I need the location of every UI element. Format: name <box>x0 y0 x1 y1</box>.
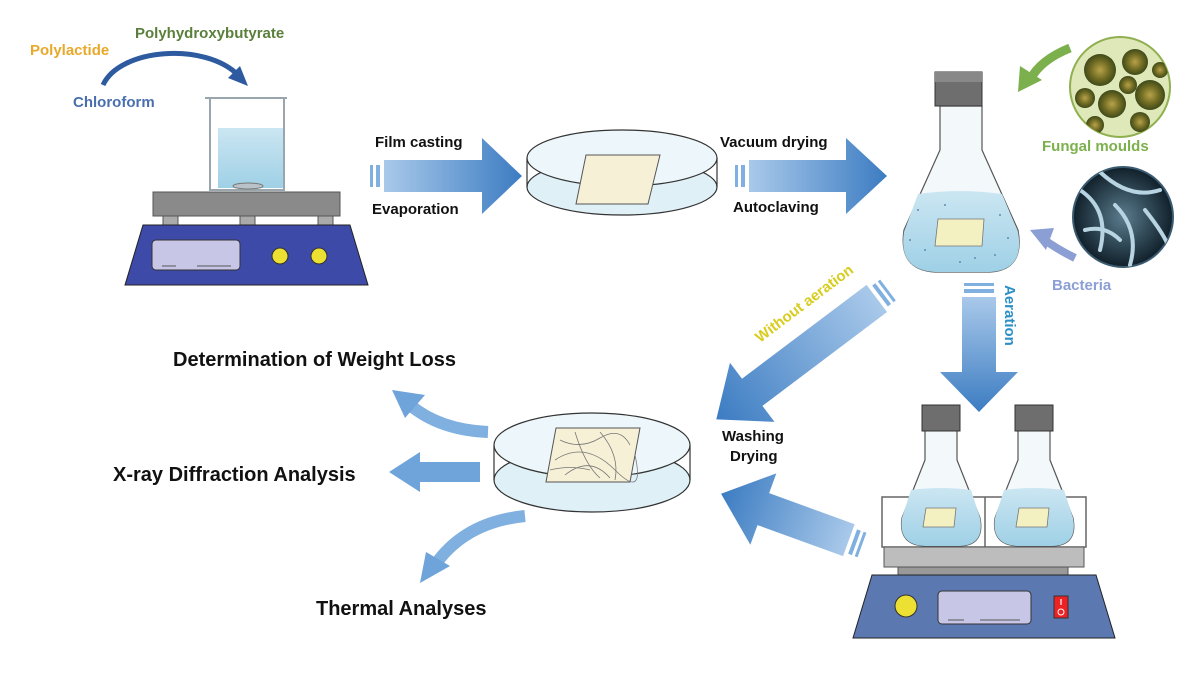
beaker-on-stirrer <box>124 97 369 286</box>
erlenmeyer-flask-inoculated <box>902 71 1020 273</box>
stirrer-knob-icon <box>894 594 918 618</box>
washing-label: Washing <box>722 428 784 445</box>
evaporation-label: Evaporation <box>372 201 459 218</box>
arrow-film-casting <box>370 138 522 214</box>
polyhydroxybutyrate-label: Polyhydroxybutyrate <box>135 25 284 42</box>
arrow-to-xray <box>389 452 480 492</box>
flasks-on-stirrer <box>852 404 1116 639</box>
curved-mix-arrowhead <box>228 66 248 86</box>
fungi-arrowhead <box>1018 66 1042 92</box>
curved-mix-arrow <box>100 50 240 87</box>
arrow-to-thermal-head <box>420 552 450 583</box>
arrow-vacuum-drying <box>735 138 887 214</box>
polylactide-label: Polylactide <box>30 42 109 59</box>
bacteria-image <box>1072 166 1174 268</box>
vacuum-drying-label: Vacuum drying <box>720 134 828 151</box>
petri-dish-degraded-film <box>493 412 691 513</box>
arrow-without-aeration <box>716 279 896 422</box>
petri-dish-film <box>526 129 718 216</box>
weight-loss-label: Determination of Weight Loss <box>173 349 456 371</box>
bacteria-arrowhead <box>1030 228 1054 250</box>
drying-label: Drying <box>730 448 778 465</box>
arrow-to-weight-loss-head <box>392 390 425 418</box>
film-casting-label: Film casting <box>375 134 463 151</box>
stirrer-knob-icon <box>310 247 328 265</box>
arrow-to-weight-loss <box>406 400 489 438</box>
autoclaving-label: Autoclaving <box>733 199 819 216</box>
fungi-arrow <box>1025 43 1072 83</box>
xray-label: X-ray Diffraction Analysis <box>113 464 356 486</box>
thermal-label: Thermal Analyses <box>316 598 486 620</box>
fungal-moulds-image <box>1069 36 1171 138</box>
chloroform-label: Chloroform <box>73 94 155 111</box>
arrow-to-thermal <box>430 510 526 569</box>
bacteria-label: Bacteria <box>1052 277 1112 294</box>
power-switch-icon <box>1053 595 1069 619</box>
arrow-aeration <box>940 283 1018 412</box>
aeration-label: Aeration <box>1001 285 1018 346</box>
stirrer-knob-icon <box>271 247 289 265</box>
fungal-moulds-label: Fungal moulds <box>1042 138 1149 155</box>
arrow-washing-drying <box>721 473 867 558</box>
